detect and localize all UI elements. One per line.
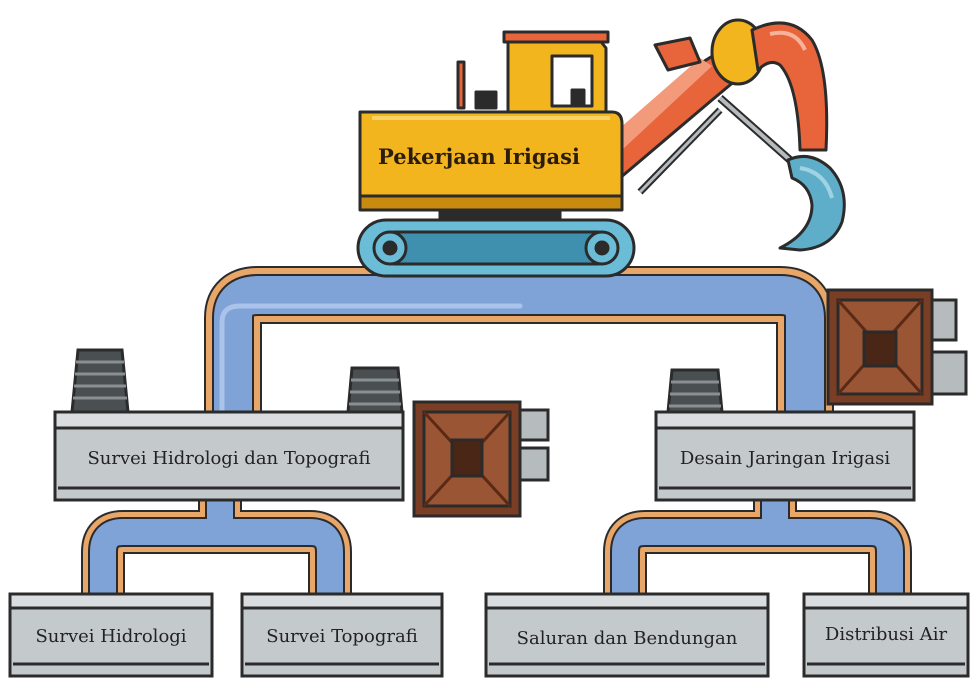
node-desain-jaringan-irigasi: Desain Jaringan Irigasi — [654, 410, 916, 502]
node-label-saluran-dan-bendungan: Saluran dan Bendungan — [517, 628, 738, 649]
pipe-right-split — [603, 478, 912, 622]
excavator-stick — [750, 21, 829, 152]
node-survei-hidrologi: Survei Hidrologi — [8, 592, 214, 678]
excavator-root-node: Pekerjaan Irigasi — [356, 18, 846, 278]
vent-mid — [346, 366, 404, 414]
node-distribusi-air: Distribusi Air — [802, 592, 970, 678]
pipe-left-split — [81, 478, 352, 622]
node-label-distribusi-air: Distribusi Air — [825, 624, 948, 645]
pipe-root-to-level1 — [204, 266, 834, 459]
vent-right — [666, 368, 724, 414]
connector-pipes — [81, 266, 912, 622]
node-label-survei-hidrologi: Survei Hidrologi — [35, 626, 186, 647]
node-label-desain-jaringan-irigasi: Desain Jaringan Irigasi — [680, 448, 891, 469]
excavator-bucket — [778, 154, 846, 252]
crate-middle — [412, 400, 550, 518]
node-survei-hidrologi-topografi: Survei Hidrologi dan Topografi — [53, 410, 405, 502]
node-label-survei-topografi: Survei Topografi — [266, 626, 418, 647]
vent-left — [70, 348, 130, 414]
node-survei-topografi: Survei Topografi — [240, 592, 444, 678]
node-saluran-dan-bendungan: Saluran dan Bendungan — [484, 592, 770, 678]
excavator-body — [358, 110, 624, 202]
crate-right — [826, 288, 968, 406]
root-label: Pekerjaan Irigasi — [378, 144, 580, 169]
node-label-survei-hidrologi-topografi: Survei Hidrologi dan Topografi — [87, 448, 370, 469]
